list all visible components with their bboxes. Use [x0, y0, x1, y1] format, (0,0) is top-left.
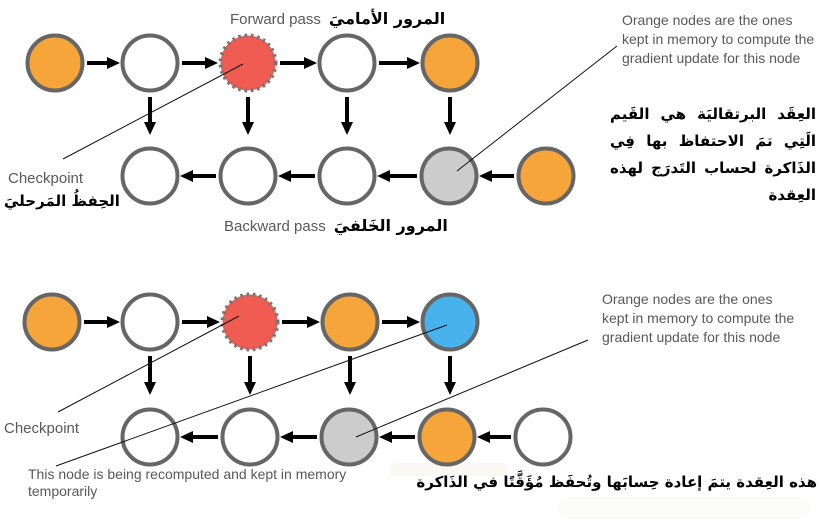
d1-down-arrow-4-head — [444, 122, 456, 135]
d2-bottom-node-1-white — [120, 407, 180, 467]
d2-forward-arrow-3-head — [307, 316, 320, 328]
d2-backward-arrow-2-head — [280, 431, 293, 443]
d2-backward-arrow-1-head — [180, 431, 193, 443]
connector-gray-node-to-orange-note-top — [456, 45, 618, 172]
d1-down-arrow-2-head — [242, 122, 254, 135]
d1-bottom-node-1-white — [120, 146, 180, 206]
d2-backward-arrow-3-head — [379, 431, 392, 443]
forward-pass-label-en: Forward pass — [230, 11, 321, 28]
d2-bottom-node-4-orange — [417, 407, 477, 467]
d2-top-node-1-orange — [22, 292, 82, 352]
d2-bottom-node-2-white — [220, 407, 280, 467]
d1-top-node-4-white — [317, 33, 377, 93]
d2-down-arrow-1-head — [144, 382, 156, 395]
faint-artifact-2 — [558, 497, 810, 519]
d1-forward-arrow-1-head — [107, 57, 120, 69]
d2-top-node-4-orange — [320, 292, 380, 352]
connector-red-node-to-checkpoint-bottom — [57, 315, 240, 413]
backward-pass-label: Backward pass المرور الخَلفيَ — [224, 216, 448, 235]
backward-pass-label-ar: المرور الخَلفيَ — [333, 216, 448, 235]
d1-bottom-node-5-orange — [516, 146, 576, 206]
checkpoint-label-bottom: Checkpoint — [4, 420, 80, 437]
connector-blue-node-to-recompute-note — [55, 324, 448, 467]
d1-forward-arrow-2-head — [205, 57, 218, 69]
checkpoint-label-top-arabic: الحِفظُ المَرحليَ — [4, 192, 120, 210]
orange-note-top: Orange nodes are the ones kept in memory… — [622, 12, 815, 66]
d1-top-node-3-red-dashed — [218, 33, 278, 93]
d1-backward-arrow-4-head — [479, 170, 492, 182]
d2-forward-arrow-4-head — [407, 316, 420, 328]
d1-bottom-node-2-white — [218, 146, 278, 206]
recompute-note: This node is being recomputed and kept i… — [28, 466, 347, 499]
d2-bottom-node-3-gray — [319, 407, 379, 467]
d2-down-arrow-4-head — [444, 382, 456, 395]
d1-backward-arrow-1-head — [180, 170, 193, 182]
d1-forward-arrow-4-head — [407, 57, 420, 69]
connector-red-node-to-checkpoint-top — [62, 63, 244, 160]
d1-forward-arrow-3-head — [304, 57, 317, 69]
d2-bottom-node-5-white — [513, 407, 573, 467]
d1-down-arrow-3-head — [341, 122, 353, 135]
d2-forward-arrow-2-head — [207, 316, 220, 328]
d1-top-node-5-orange — [420, 33, 480, 93]
faint-artifact-1 — [390, 463, 508, 476]
d1-top-node-1-orange — [25, 33, 85, 93]
connector-orange-note-to-gray-node-bottom — [355, 339, 589, 438]
d2-backward-arrow-4-head — [477, 431, 490, 443]
d2-top-node-5-blue — [420, 292, 480, 352]
orange-note-bottom: Orange nodes are the ones kept in memory… — [602, 291, 795, 345]
d2-forward-arrow-1-head — [107, 316, 120, 328]
d2-top-node-2-white — [120, 292, 180, 352]
checkpoint-label-top: Checkpoint — [8, 170, 84, 187]
d2-top-node-3-red-dashed — [220, 292, 280, 352]
forward-pass-label: Forward pass المرور الأماميَ — [230, 9, 445, 28]
d1-bottom-node-3-white — [317, 146, 377, 206]
d1-backward-arrow-2-head — [278, 170, 291, 182]
forward-pass-label-ar: المرور الأماميَ — [328, 9, 446, 28]
d1-backward-arrow-3-head — [377, 170, 390, 182]
recompute-note-arabic: هذه العِقدة يتمَ إعادة حِسابَها وتُحفَظ … — [416, 473, 817, 491]
d2-down-arrow-2-head — [244, 382, 256, 395]
d1-top-node-2-white — [120, 33, 180, 93]
d1-down-arrow-1-head — [144, 122, 156, 135]
backward-pass-label-en: Backward pass — [224, 218, 326, 235]
d2-down-arrow-3-head — [344, 382, 356, 395]
orange-note-top-arabic: العِقَد البرتقاليَة هي القَيم الَتِي تمَ… — [610, 105, 816, 204]
d1-bottom-node-4-gray — [419, 146, 479, 206]
